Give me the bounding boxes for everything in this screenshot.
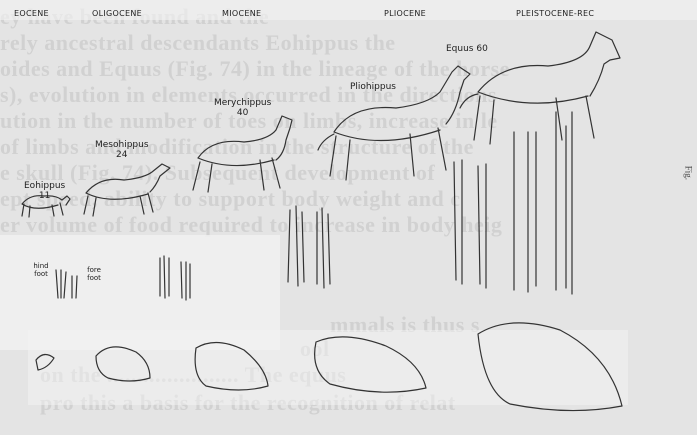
eohippus-feet <box>56 270 77 298</box>
mesohippus-skull <box>96 347 150 381</box>
merychippus-skull <box>195 342 268 390</box>
mesohippus-label: Mesohippus 24 <box>95 140 149 160</box>
merychippus-drawing <box>193 116 292 192</box>
equus-skull <box>478 323 622 411</box>
merychippus-feet <box>288 206 330 288</box>
mesohippus-feet <box>160 256 190 300</box>
eohippus-label: Eohippus 11 <box>24 181 65 201</box>
merychippus-label: Merychippus 40 <box>214 98 271 118</box>
pliohippus-skull <box>315 337 426 392</box>
side-text: Fig. <box>683 166 693 180</box>
eohippus-skull <box>36 354 54 370</box>
hind-foot-label: hind foot <box>28 262 54 278</box>
fore-foot-label: fore foot <box>82 266 106 282</box>
equus-feet <box>514 112 572 294</box>
mesohippus-drawing <box>84 164 170 216</box>
pliohippus-label: Pliohippus <box>350 82 396 92</box>
equus-label: Equus 60 <box>446 44 488 54</box>
pliohippus-feet <box>454 160 486 288</box>
